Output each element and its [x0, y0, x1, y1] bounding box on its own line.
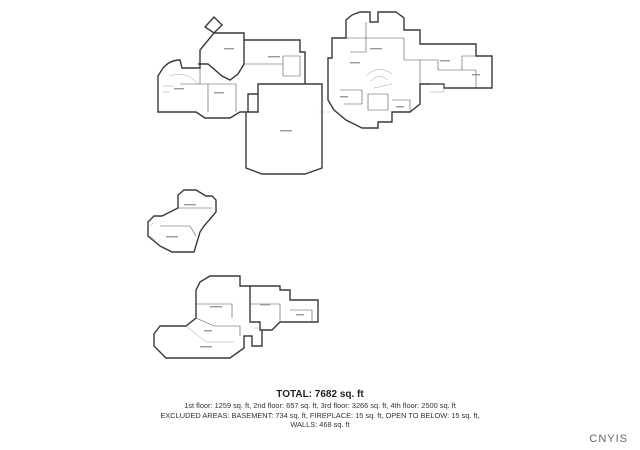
- total-area: TOTAL: 7682 sq. ft: [276, 389, 364, 400]
- room-label-marks: [166, 48, 480, 348]
- floor-plan-basement: [153, 275, 319, 359]
- floor-plan-tower-level: [147, 189, 217, 253]
- walls-area: WALLS: 468 sq. ft: [290, 420, 350, 430]
- floor-areas: 1st floor: 1259 sq. ft, 2nd floor: 657 s…: [184, 401, 456, 410]
- floor-plan-main-level: [157, 15, 330, 175]
- floor-plan-drawing: [147, 11, 493, 359]
- floor-plan-upper-level: [327, 11, 493, 129]
- excluded-areas: EXCLUDED AREAS: BASEMENT: 734 sq. ft, FI…: [160, 410, 480, 420]
- brand-logo: CNYIS: [589, 433, 628, 445]
- area-summary: TOTAL: 7682 sq. ft 1st floor: 1259 sq. f…: [0, 389, 640, 430]
